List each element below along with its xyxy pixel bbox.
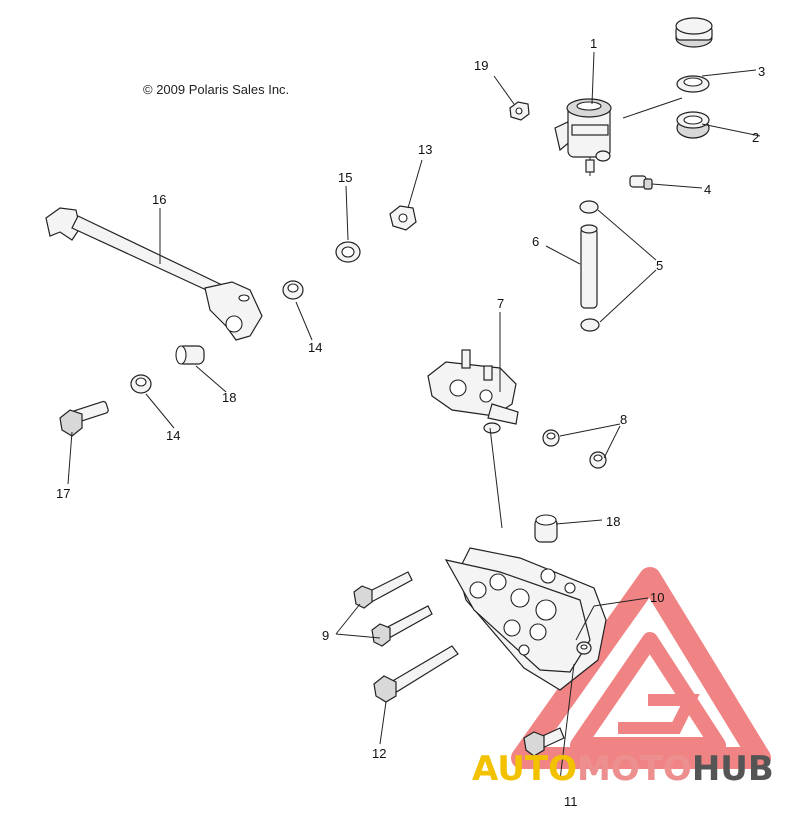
bolt-part-12 (373, 645, 459, 703)
watermark-hub: HUB (692, 749, 774, 789)
callout-14-upper: 14 (308, 340, 322, 355)
nut-part-19 (509, 101, 530, 121)
callout-9: 9 (322, 628, 329, 643)
hose-clamp-lower (580, 318, 600, 332)
callout-12: 12 (372, 746, 386, 761)
nut-part-10 (576, 641, 592, 655)
callout-11: 11 (564, 794, 578, 809)
callout-18-left: 18 (222, 390, 236, 405)
callout-6: 6 (532, 234, 539, 249)
watermark-text: AUTOMOTOHUB (472, 749, 774, 789)
callout-13: 13 (418, 142, 432, 157)
washer-lower (589, 451, 607, 469)
copyright-notice: © 2009 Polaris Sales Inc. (143, 82, 290, 97)
bolt-part-9-upper (353, 571, 413, 609)
callout-15: 15 (338, 170, 352, 185)
bushing-upper (282, 280, 304, 300)
master-cylinder-reservoir (554, 98, 612, 176)
nut-part-13 (389, 205, 417, 231)
leader-lines (67, 51, 761, 781)
callout-18-right: 18 (606, 514, 620, 529)
bushing-lower (130, 374, 152, 394)
reservoir-cap (675, 17, 713, 48)
bolt-part-9-lower (371, 605, 433, 647)
bolt-part-17 (59, 400, 109, 437)
brake-master-cylinder (427, 349, 519, 434)
brake-rod-lever (45, 207, 263, 341)
fitting-part-4 (629, 175, 653, 190)
hose-clamp-upper (579, 200, 599, 214)
callout-16: 16 (152, 192, 166, 207)
callout-10: 10 (650, 590, 664, 605)
washer-upper (542, 429, 560, 447)
callout-3: 3 (758, 64, 765, 79)
watermark-moto: MOTO (577, 749, 692, 789)
cap-seal-part-2 (676, 111, 710, 139)
callout-17: 17 (56, 486, 70, 501)
callout-7: 7 (497, 296, 504, 311)
sleeve-right (534, 514, 558, 543)
callout-8: 8 (620, 412, 627, 427)
reservoir-hose (580, 224, 598, 309)
sleeve-left (175, 345, 205, 365)
callout-14-lower: 14 (166, 428, 180, 443)
diaphragm-part-3 (676, 75, 710, 93)
mounting-bracket (444, 547, 607, 691)
callout-4: 4 (704, 182, 711, 197)
callout-2: 2 (752, 130, 759, 145)
watermark-auto: AUTO (472, 749, 577, 789)
callout-5: 5 (656, 258, 663, 273)
callout-19: 19 (474, 58, 488, 73)
callout-1: 1 (590, 36, 597, 51)
retaining-clip (335, 241, 361, 263)
bolt-part-11 (523, 727, 565, 757)
